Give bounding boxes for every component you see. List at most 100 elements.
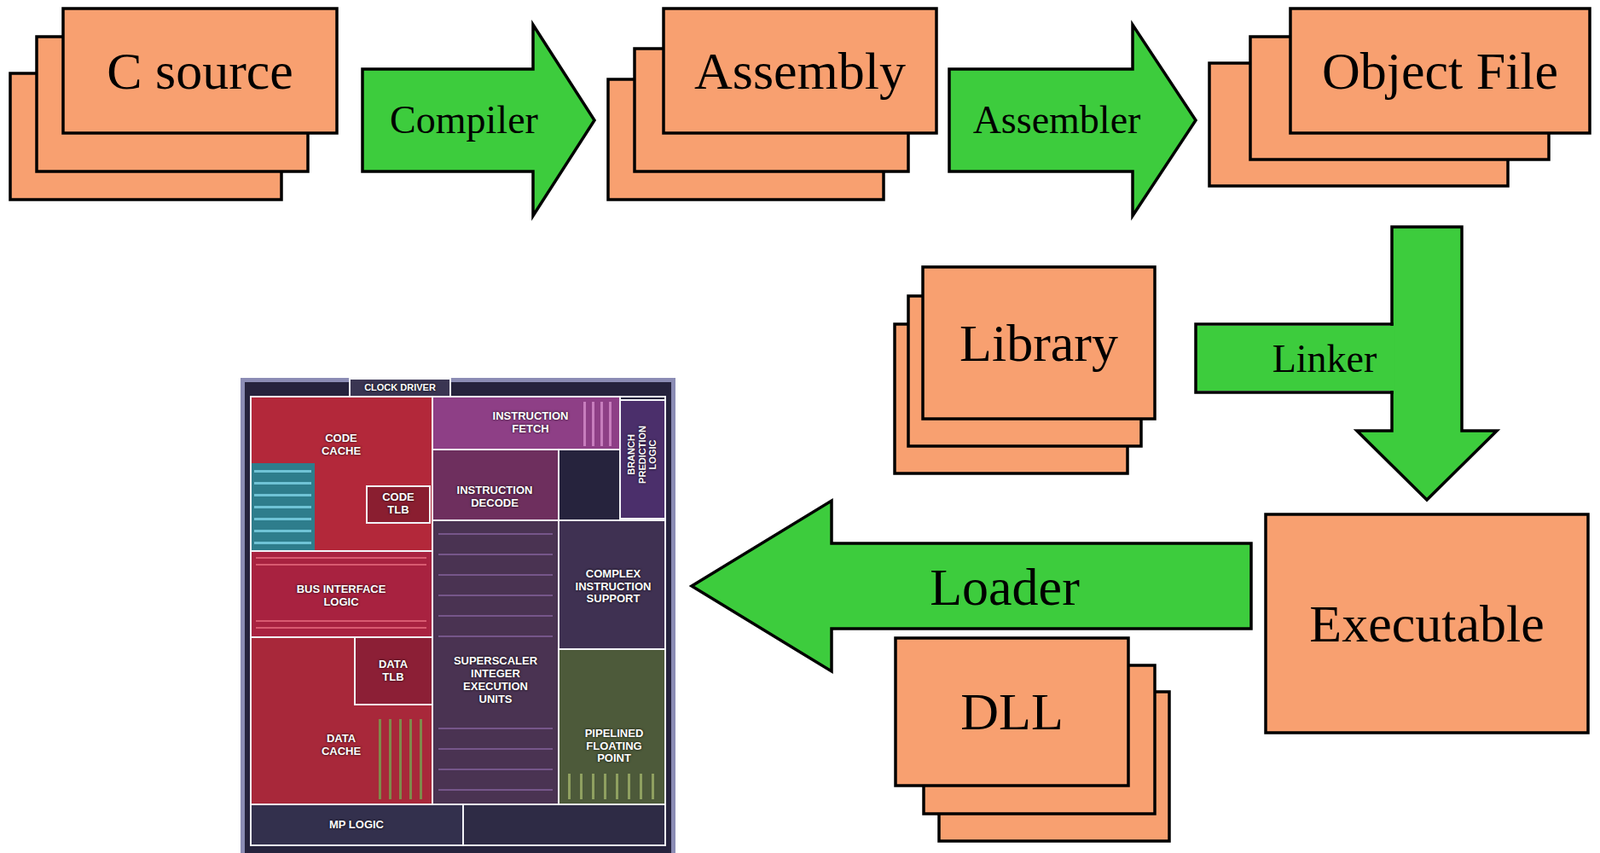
integer-stripe: [438, 614, 553, 617]
data-cache-area: [250, 637, 433, 805]
die-region-label: INSTRUCTION FETCH: [487, 410, 574, 436]
region-outline: [250, 637, 433, 805]
file-box: [1290, 8, 1590, 134]
file-box: [1265, 514, 1589, 733]
cache-stripe: [399, 718, 402, 800]
cache-stripe: [378, 718, 382, 800]
die-region-label: PIPELINED FLOATING POINT: [573, 727, 656, 766]
die-region-label: CODE TLB: [376, 491, 420, 517]
assembly-file-stack: Assembly: [608, 8, 937, 200]
source-file-stack: C source: [10, 8, 337, 200]
arrow-label: Compiler: [389, 98, 539, 143]
cache-stripe: [388, 718, 392, 800]
region-outline: [250, 396, 433, 551]
executable-box: Executable: [1265, 514, 1589, 733]
integer-stripe: [438, 747, 553, 750]
arrow-branch-outline: [1195, 324, 1392, 393]
die-region-label: BRANCH PREDICTION LOGIC: [626, 419, 659, 490]
object-file-stack: Object File: [1209, 8, 1590, 186]
float-stripe: [627, 773, 631, 800]
box-label: C source: [106, 41, 294, 100]
region-outline: [620, 400, 666, 519]
die-region-label: INSTRUCTION DECODE: [452, 484, 538, 511]
die-region-label: MP LOGIC: [305, 818, 408, 832]
bus-area: [250, 550, 433, 638]
fetch-stripe: [583, 401, 586, 447]
float-stripe: [639, 773, 643, 800]
dll-stack: DLL: [895, 637, 1170, 841]
float-stripe: [651, 773, 655, 800]
cache-stripe: [254, 493, 312, 497]
arrow-label: Loader: [929, 557, 1080, 616]
cache-stripe: [409, 718, 412, 800]
region-outline: [432, 449, 559, 521]
arrow-body: [362, 24, 595, 216]
region-outlines: [250, 378, 666, 846]
integer-area: [432, 520, 559, 805]
region-outline: [558, 649, 666, 805]
processor-die: CLOCK DRIVER CODE CACHE INSTRUCTION FETCH B…: [240, 377, 676, 853]
block-arrow: [949, 24, 1196, 216]
box-label: Assembly: [694, 41, 906, 100]
integer-stripe: [438, 788, 553, 791]
region-outline: [349, 378, 451, 397]
die-region-label: COMPLEX INSTRUCTION SUPPORT: [570, 568, 656, 607]
cache-stripe: [254, 541, 312, 545]
die-region-label: DATA CACHE: [310, 732, 372, 759]
cache-array-area: [250, 463, 315, 551]
fetch-stripe: [608, 401, 612, 447]
box-label: Library: [959, 313, 1119, 372]
arrow-body: [949, 24, 1196, 216]
block-arrow: [362, 24, 595, 216]
float-stripe: [568, 773, 571, 800]
integer-stripe: [438, 635, 553, 638]
bus-stripe: [255, 556, 427, 559]
cache-stripe: [419, 718, 423, 800]
cache-stripe: [254, 517, 312, 521]
die-region-label: CODE CACHE: [307, 432, 376, 458]
die-photo: [240, 377, 676, 853]
float-stripe: [603, 773, 607, 800]
cache-stripe: [254, 469, 312, 473]
library-stack: Library: [894, 266, 1155, 474]
bus-stripe: [255, 620, 427, 622]
die-region-label: CLOCK DRIVER: [353, 382, 447, 394]
arrow-label: Linker: [1272, 337, 1378, 382]
cache-stripe: [254, 529, 312, 533]
branch-area: [620, 400, 666, 519]
region-outline: [354, 637, 433, 705]
fetch-area: [432, 396, 621, 450]
bus-stripe: [255, 563, 427, 566]
integer-stripe: [438, 727, 553, 730]
die-region-label: BUS INTERFACE LOGIC: [292, 583, 391, 609]
region-outline: [432, 520, 559, 805]
integer-stripe: [438, 768, 553, 771]
data-tlb-area: [354, 637, 433, 705]
file-box: [663, 8, 937, 134]
box-label: Object File: [1321, 41, 1559, 100]
data-tlb-area: [354, 637, 433, 705]
pad-area: [463, 804, 666, 846]
region-outline: [250, 396, 666, 846]
float-stripe: [579, 773, 583, 800]
file-box: [895, 637, 1129, 786]
region-outline: [366, 486, 430, 523]
fetch-stripe: [591, 401, 595, 447]
region-outline: [250, 804, 464, 846]
box-outline: [608, 8, 937, 200]
mp-area: [250, 804, 464, 846]
die-region-label: SUPERSCALER INTEGER EXECUTION UNITS: [451, 655, 540, 707]
file-box: [63, 8, 337, 134]
die-region-label: DATA TLB: [371, 658, 415, 685]
float-stripe: [615, 773, 619, 800]
region-outline: [432, 396, 621, 450]
integer-stripe: [438, 573, 553, 576]
decode-area: [432, 449, 559, 521]
cache-stripe: [254, 505, 312, 509]
integer-stripe: [438, 533, 553, 535]
region-outline: [558, 520, 666, 650]
cache-stripe: [254, 481, 312, 485]
block-arrow: [1195, 324, 1395, 393]
clock-area: [349, 378, 451, 397]
